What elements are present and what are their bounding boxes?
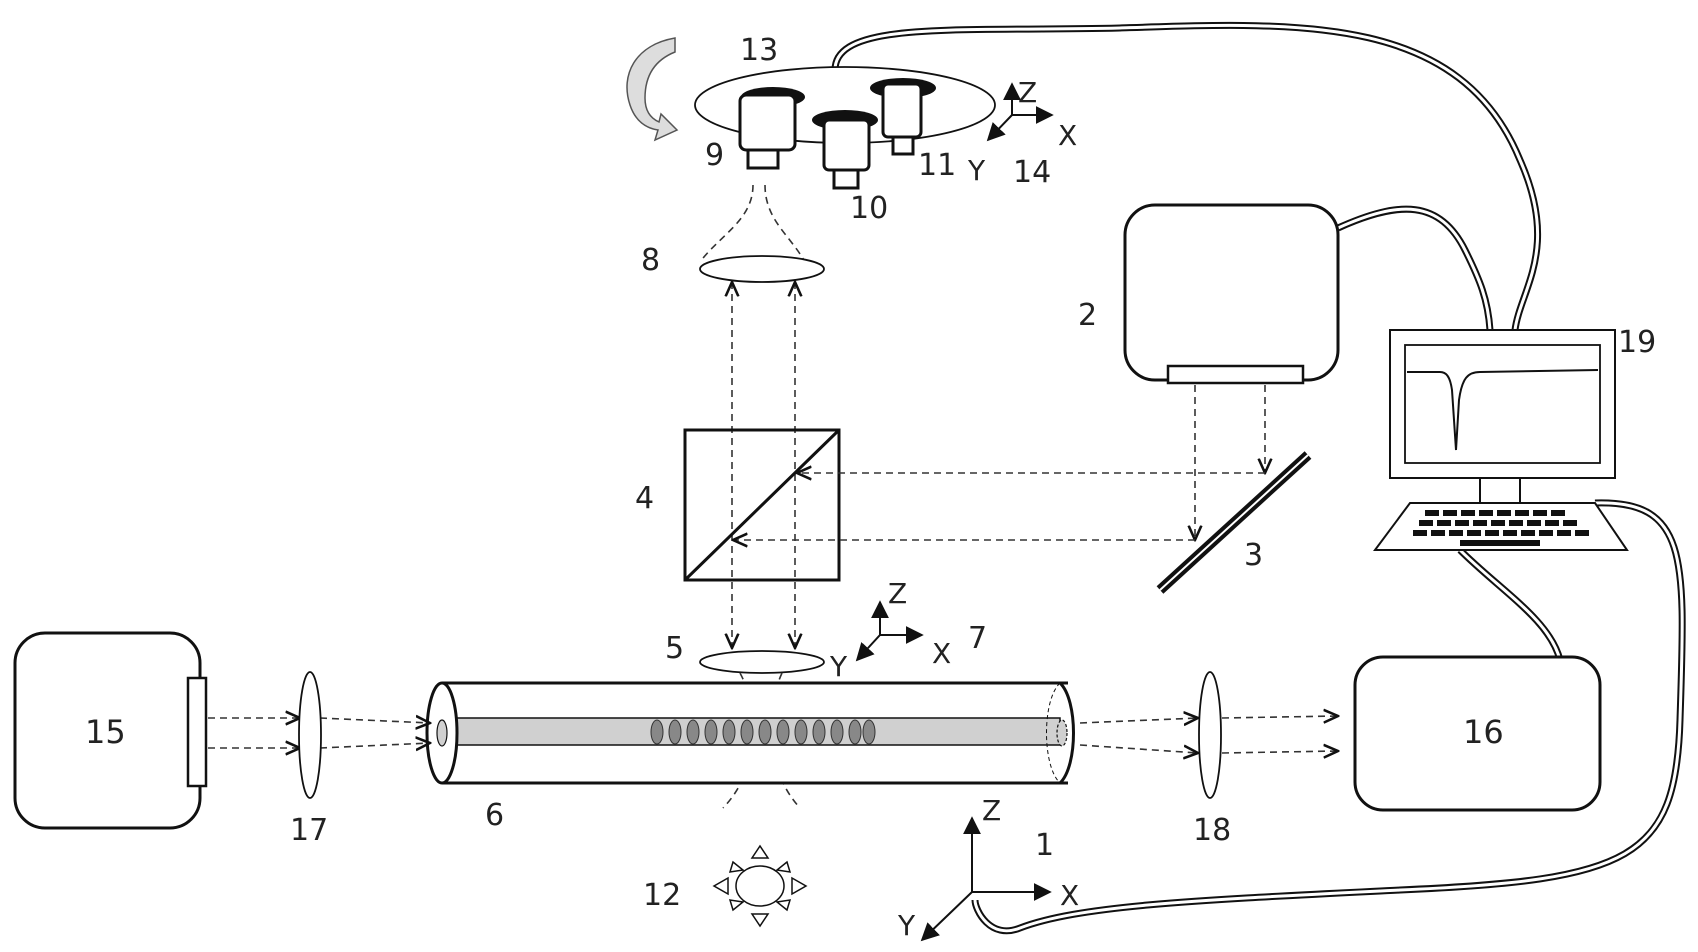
label-13: 13 [740,33,778,68]
label-4: 4 [635,481,654,516]
mirror-3 [1160,455,1308,590]
label-16: 16 [1463,713,1504,751]
laser-source-2 [1125,205,1338,383]
lens-17 [299,672,321,798]
label-11: 11 [918,148,956,183]
rotation-arrow-icon [627,38,677,140]
axis-y-stage: Y [897,909,916,942]
cable-computer-box16 [1460,550,1560,660]
label-17: 17 [290,813,328,848]
axis-y-turret: Y [967,154,986,187]
axis-x-turret: X [1058,119,1077,152]
axis-x-tube: X [932,637,951,670]
objective-9 [740,87,805,168]
label-9: 9 [705,138,724,173]
label-5: 5 [665,631,684,666]
objective-10 [812,110,878,188]
computer-monitor-icon [1375,330,1627,550]
label-8: 8 [641,243,660,278]
lens-5 [700,651,824,673]
axis-z-tube: Z [888,577,907,610]
label-7: 7 [968,621,987,656]
label-6: 6 [485,798,504,833]
label-1: 1 [1035,828,1054,863]
coord-frame-tube [857,602,922,660]
label-3: 3 [1244,538,1263,573]
tube-6 [427,683,1074,783]
axis-z-turret: Z [1018,76,1037,109]
beam-splitter-4 [685,430,839,580]
label-15: 15 [85,713,126,751]
axis-x-stage: X [1060,879,1079,912]
cable-laser-computer [1338,209,1490,330]
axis-y-tube: Y [829,650,848,683]
sun-icon [714,846,806,926]
axis-z-stage: Z [982,794,1001,827]
lens-8 [700,256,824,282]
label-12: 12 [643,878,681,913]
label-14: 14 [1013,155,1051,190]
label-19: 19 [1618,325,1656,360]
label-2: 2 [1078,298,1097,333]
lens-18 [1199,672,1221,798]
label-18: 18 [1193,813,1231,848]
label-10: 10 [850,191,888,226]
